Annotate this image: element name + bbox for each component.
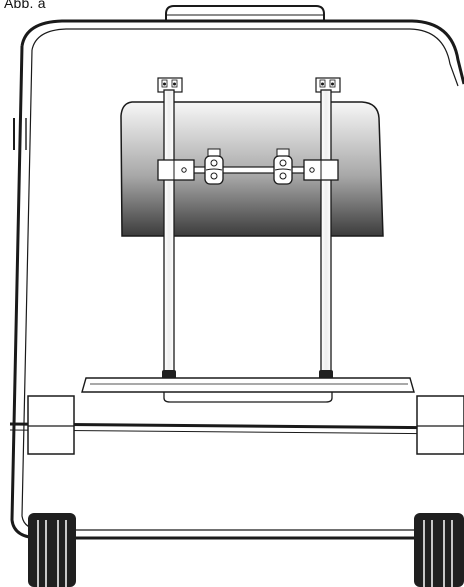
frame-holder-left bbox=[204, 148, 224, 185]
tail-light-right bbox=[416, 395, 464, 455]
roof-cap bbox=[165, 5, 325, 22]
frame-holder-right bbox=[273, 148, 293, 185]
tail-light-left bbox=[27, 395, 75, 455]
tire-right bbox=[414, 513, 464, 587]
bike-rack bbox=[81, 77, 415, 403]
vertical-tube-right bbox=[320, 89, 332, 377]
vertical-tube-left bbox=[163, 89, 175, 377]
tire-left bbox=[28, 513, 76, 587]
vehicle-body bbox=[10, 19, 464, 540]
side-door-marker bbox=[0, 118, 27, 150]
clamp-right bbox=[303, 159, 339, 181]
rear-bumper bbox=[9, 422, 464, 435]
wheel-rail bbox=[81, 377, 415, 403]
figure-caption: Abb. a bbox=[4, 0, 46, 11]
top-bracket-left bbox=[157, 77, 183, 93]
cross-bar bbox=[173, 166, 322, 174]
clamp-left bbox=[157, 159, 195, 181]
